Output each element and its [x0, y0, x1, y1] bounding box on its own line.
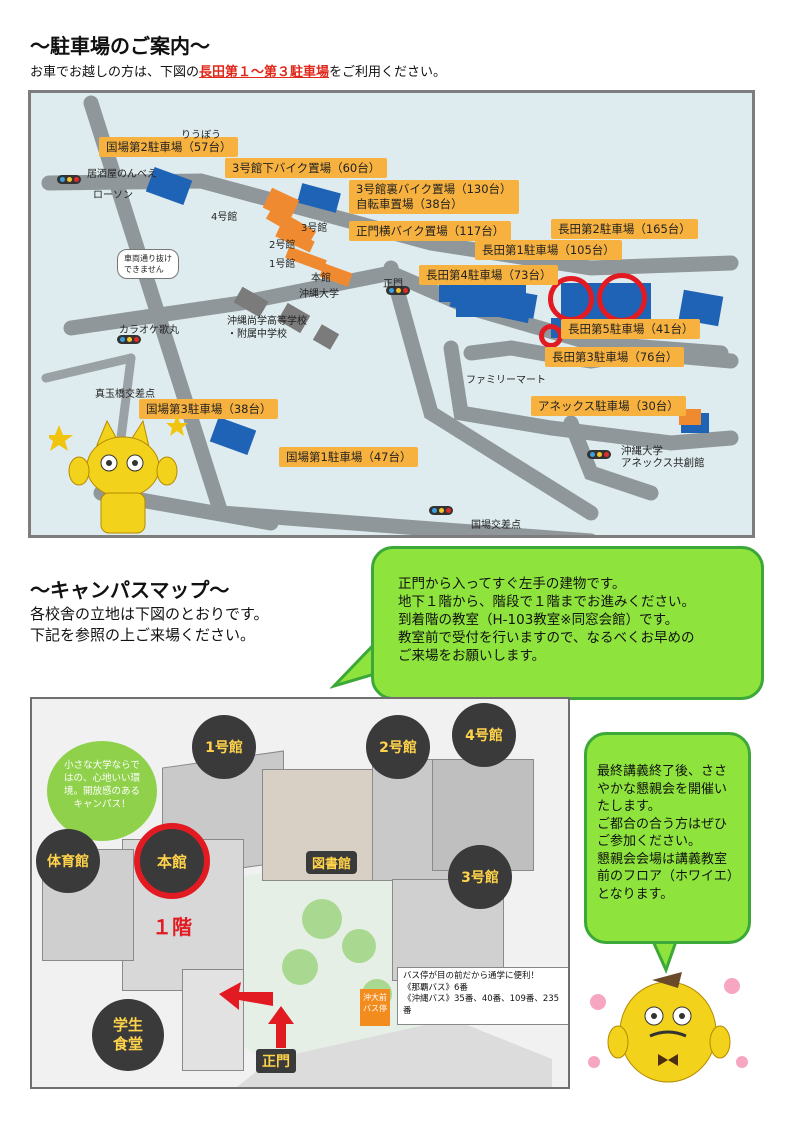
- traffic-signal-icon: [117, 335, 141, 344]
- label-building-3: 3号館: [448, 845, 512, 909]
- campus-map: 小さな大学ならではの、心地いい環境。開放感のあるキャンパス！ バス停が目の前だか…: [30, 697, 570, 1089]
- tree: [302, 899, 342, 939]
- traffic-signal-icon: [386, 286, 410, 295]
- label-kokuba1: 国場第1駐車場（47台）: [279, 447, 419, 467]
- traffic-signal-icon: [429, 506, 453, 515]
- reception-info-bubble: 最終講義終了後、ささやかな懇親会を開催いたします。 ご都合の合う方はぜひご参加く…: [584, 732, 751, 944]
- tree: [282, 949, 318, 985]
- place-honkan: 本館: [311, 273, 331, 284]
- floor-label: １階: [152, 915, 192, 939]
- parking-map: 国場第2駐車場（57台） 3号館下バイク置場（60台） 3号館裏バイク置場（13…: [28, 90, 755, 538]
- arrow-left-icon: [219, 982, 273, 1010]
- place-ryubo: りうぼう: [181, 130, 221, 141]
- label-kokuba2: 国場第2駐車場（57台）: [99, 137, 239, 157]
- arrow-up-icon: [268, 1006, 294, 1048]
- place-kan3: 3号館: [301, 223, 328, 234]
- parking-block: [456, 283, 526, 311]
- highlight-ring-nagata2: [597, 273, 647, 323]
- label-main-building: 本館: [134, 823, 210, 899]
- highlight-ring-nagata3: [539, 324, 563, 348]
- label-nagata2: 長田第2駐車場（165台）: [551, 219, 698, 239]
- place-kan2: 2号館: [269, 240, 296, 251]
- label-gym: 体育館: [36, 829, 100, 893]
- label-annex: アネックス駐車場（30台）: [531, 396, 686, 416]
- label-building-2: 2号館: [366, 715, 430, 779]
- mascot-character-icon: [588, 972, 748, 1083]
- traffic-signal-icon: [57, 175, 81, 184]
- parking-guide-title: 〜駐車場のご案内〜: [30, 34, 210, 58]
- cat-mascot-icon: [49, 415, 188, 534]
- place-shomon: 正門: [383, 279, 403, 290]
- parking-highlight: 長田第１〜第３駐車場: [199, 65, 330, 80]
- place-okidai: 沖縄大学: [299, 289, 339, 300]
- place-familymart: ファミリーマート: [466, 375, 546, 386]
- place-kan1: 1号館: [269, 259, 296, 270]
- label-library: 図書館: [306, 851, 358, 874]
- main-info-bubble: 正門から入ってすぐ左手の建物です。 地下１階から、階段で１階までお進みください。…: [371, 546, 764, 700]
- place-karaoke: カラオケ歌丸: [119, 325, 179, 336]
- place-izakaya: 居酒屋のんべえ: [87, 169, 157, 180]
- place-school: 沖縄尚学高等学校 ・附属中学校: [227, 316, 307, 340]
- tree: [342, 929, 376, 963]
- bus-stop-sign: 沖大前 バス停: [360, 989, 390, 1026]
- place-lawson: ローソン: [93, 190, 133, 201]
- campus-note-circle: 小さな大学ならではの、心地いい環境。開放感のあるキャンパス！: [47, 741, 157, 841]
- place-madama: 真玉橋交差点: [95, 389, 155, 400]
- label-main-gate: 正門: [256, 1049, 296, 1073]
- label-nagata1: 長田第1駐車場（105台）: [475, 240, 622, 260]
- place-kan4: 4号館: [211, 212, 238, 223]
- campus-map-title: 〜キャンパスマップ〜: [30, 578, 230, 602]
- place-kokuba: 国場交差点: [471, 520, 521, 531]
- campus-desc: 各校舎の立地は下図のとおりです。 下記を参照の上ご来場ください。: [30, 605, 269, 644]
- label-building-4: 4号館: [452, 703, 516, 767]
- label-nagata5: 長田第5駐車場（41台）: [561, 319, 701, 339]
- traffic-signal-icon: [587, 450, 611, 459]
- label-bike-3-under: 3号館下バイク置場（60台）: [225, 158, 388, 178]
- no-through-note: 車両通り抜け できません: [117, 249, 179, 279]
- label-nagata4: 長田第4駐車場（73台）: [419, 265, 559, 285]
- label-kokuba3: 国場第3駐車場（38台）: [139, 399, 279, 419]
- label-nagata3: 長田第3駐車場（76台）: [545, 347, 685, 367]
- label-bike-3-back: 3号館裏バイク置場（130台） 自転車置場（38台）: [349, 180, 519, 214]
- parking-intro: お車でお越しの方は、下図の長田第１〜第３駐車場をご利用ください。: [30, 65, 447, 80]
- bus-note: バス停が目の前だから通学に便利！ 《那覇バス》6番 《沖縄バス》35番、40番、…: [397, 967, 568, 1025]
- place-annex: 沖縄大学 アネックス共創館: [621, 445, 705, 469]
- label-cafeteria: 学生 食堂: [92, 999, 164, 1071]
- label-building-1: 1号館: [192, 715, 256, 779]
- label-bike-gate: 正門横バイク置場（117台）: [349, 221, 512, 241]
